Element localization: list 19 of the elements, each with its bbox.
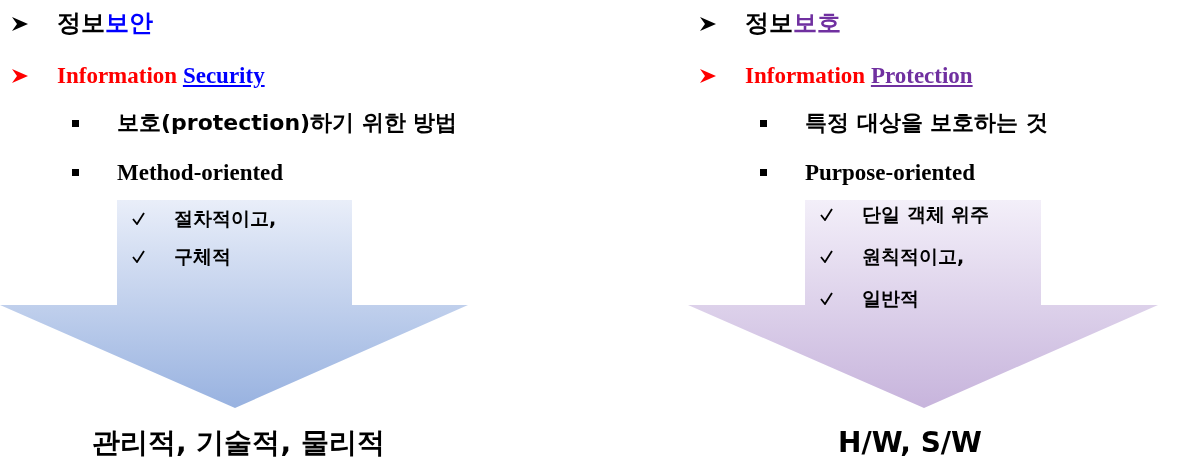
heading: 정보	[745, 9, 793, 37]
check-item: 일반적	[862, 288, 919, 309]
check-item: 절차적이고,	[174, 208, 277, 229]
result-text: H/W, S/W	[838, 426, 982, 459]
heading: 정보	[57, 9, 105, 37]
heading: 보안	[105, 9, 153, 37]
bullet-text: 특정 대상을 보호하는 것	[805, 110, 1048, 135]
bullet-text: 보호(protection)하기 위한 방법	[117, 110, 458, 135]
subheading: Protection	[870, 63, 973, 88]
check-item: 구체적	[174, 246, 231, 267]
subheading: Security	[182, 63, 265, 88]
heading: 보호	[793, 9, 841, 37]
result-text: 관리적, 기술적, 물리적	[92, 426, 385, 459]
check-item: 원칙적이고,	[862, 246, 965, 267]
bullet-text: Purpose-oriented	[805, 160, 975, 185]
bullet-text: Method-oriented	[117, 160, 284, 185]
check-item: 단일 객체 위주	[862, 204, 990, 225]
subheading: Information	[57, 63, 178, 88]
subheading: Information	[745, 63, 866, 88]
